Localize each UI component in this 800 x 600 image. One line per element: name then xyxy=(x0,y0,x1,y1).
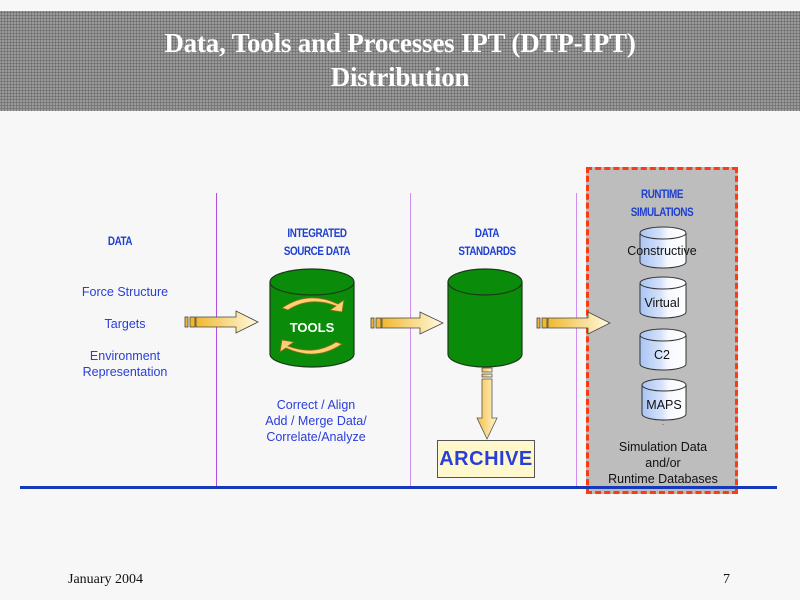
runtime-caption-1: Simulation Data xyxy=(618,440,708,454)
virtual-database-icon xyxy=(639,276,687,319)
maps-database-icon xyxy=(641,378,687,421)
arrow-data-to-integrated-icon xyxy=(184,310,259,334)
standards-heading-line-1: DATA xyxy=(474,226,500,240)
runtime-caption-3: Runtime Databases xyxy=(608,472,718,486)
footer-date: January 2004 xyxy=(68,572,144,587)
title-line-2: Distribution xyxy=(330,62,470,92)
integrated-note-1: Correct / Align xyxy=(276,398,356,412)
integrated-note-3: Correlate/Analyze xyxy=(266,430,366,444)
data-item-environment: Environment xyxy=(89,349,161,363)
data-item-targets: Targets xyxy=(104,317,146,331)
standards-cylinder-icon xyxy=(447,268,523,368)
more-databases-ellipsis: : xyxy=(661,417,665,427)
divider-3 xyxy=(576,193,577,488)
c2-database-icon xyxy=(639,328,687,371)
tools-cylinder-icon xyxy=(269,268,355,368)
title-line-1: Data, Tools and Processes IPT (DTP-IPT) xyxy=(164,28,636,58)
divider-2 xyxy=(410,193,411,488)
standards-heading-line-2: STANDARDS xyxy=(458,244,516,258)
slide-title: Data, Tools and Processes IPT (DTP-IPT) … xyxy=(0,26,800,94)
title-band xyxy=(0,11,800,111)
runtime-heading-line-2: SIMULATIONS xyxy=(630,205,694,219)
constructive-label: Constructive xyxy=(627,244,697,258)
page-number: 7 xyxy=(723,572,730,587)
runtime-simulations-box xyxy=(586,167,738,494)
data-item-force-structure: Force Structure xyxy=(81,285,169,299)
data-heading: DATA xyxy=(107,234,133,248)
baseline-rule xyxy=(20,486,777,489)
arrow-integrated-to-standards-icon xyxy=(370,311,444,335)
arrow-standards-to-runtime-icon xyxy=(536,311,611,335)
integrated-heading-line-1: INTEGRATED xyxy=(287,226,347,240)
tools-label: TOOLS xyxy=(289,320,335,335)
integrated-heading-line-2: SOURCE DATA xyxy=(283,244,351,258)
runtime-heading-line-1: RUNTIME xyxy=(641,187,683,201)
maps-label: MAPS xyxy=(646,398,682,412)
archive-down-arrow-icon xyxy=(476,367,498,440)
virtual-label: Virtual xyxy=(644,296,680,310)
runtime-caption-2: and/or xyxy=(645,456,681,470)
constructive-database-icon xyxy=(639,226,687,269)
divider-1 xyxy=(216,193,217,488)
archive-box: ARCHIVE xyxy=(437,440,535,478)
data-item-representation: Representation xyxy=(82,365,168,379)
c2-label: C2 xyxy=(654,348,670,362)
integrated-note-2: Add / Merge Data/ xyxy=(265,414,367,428)
